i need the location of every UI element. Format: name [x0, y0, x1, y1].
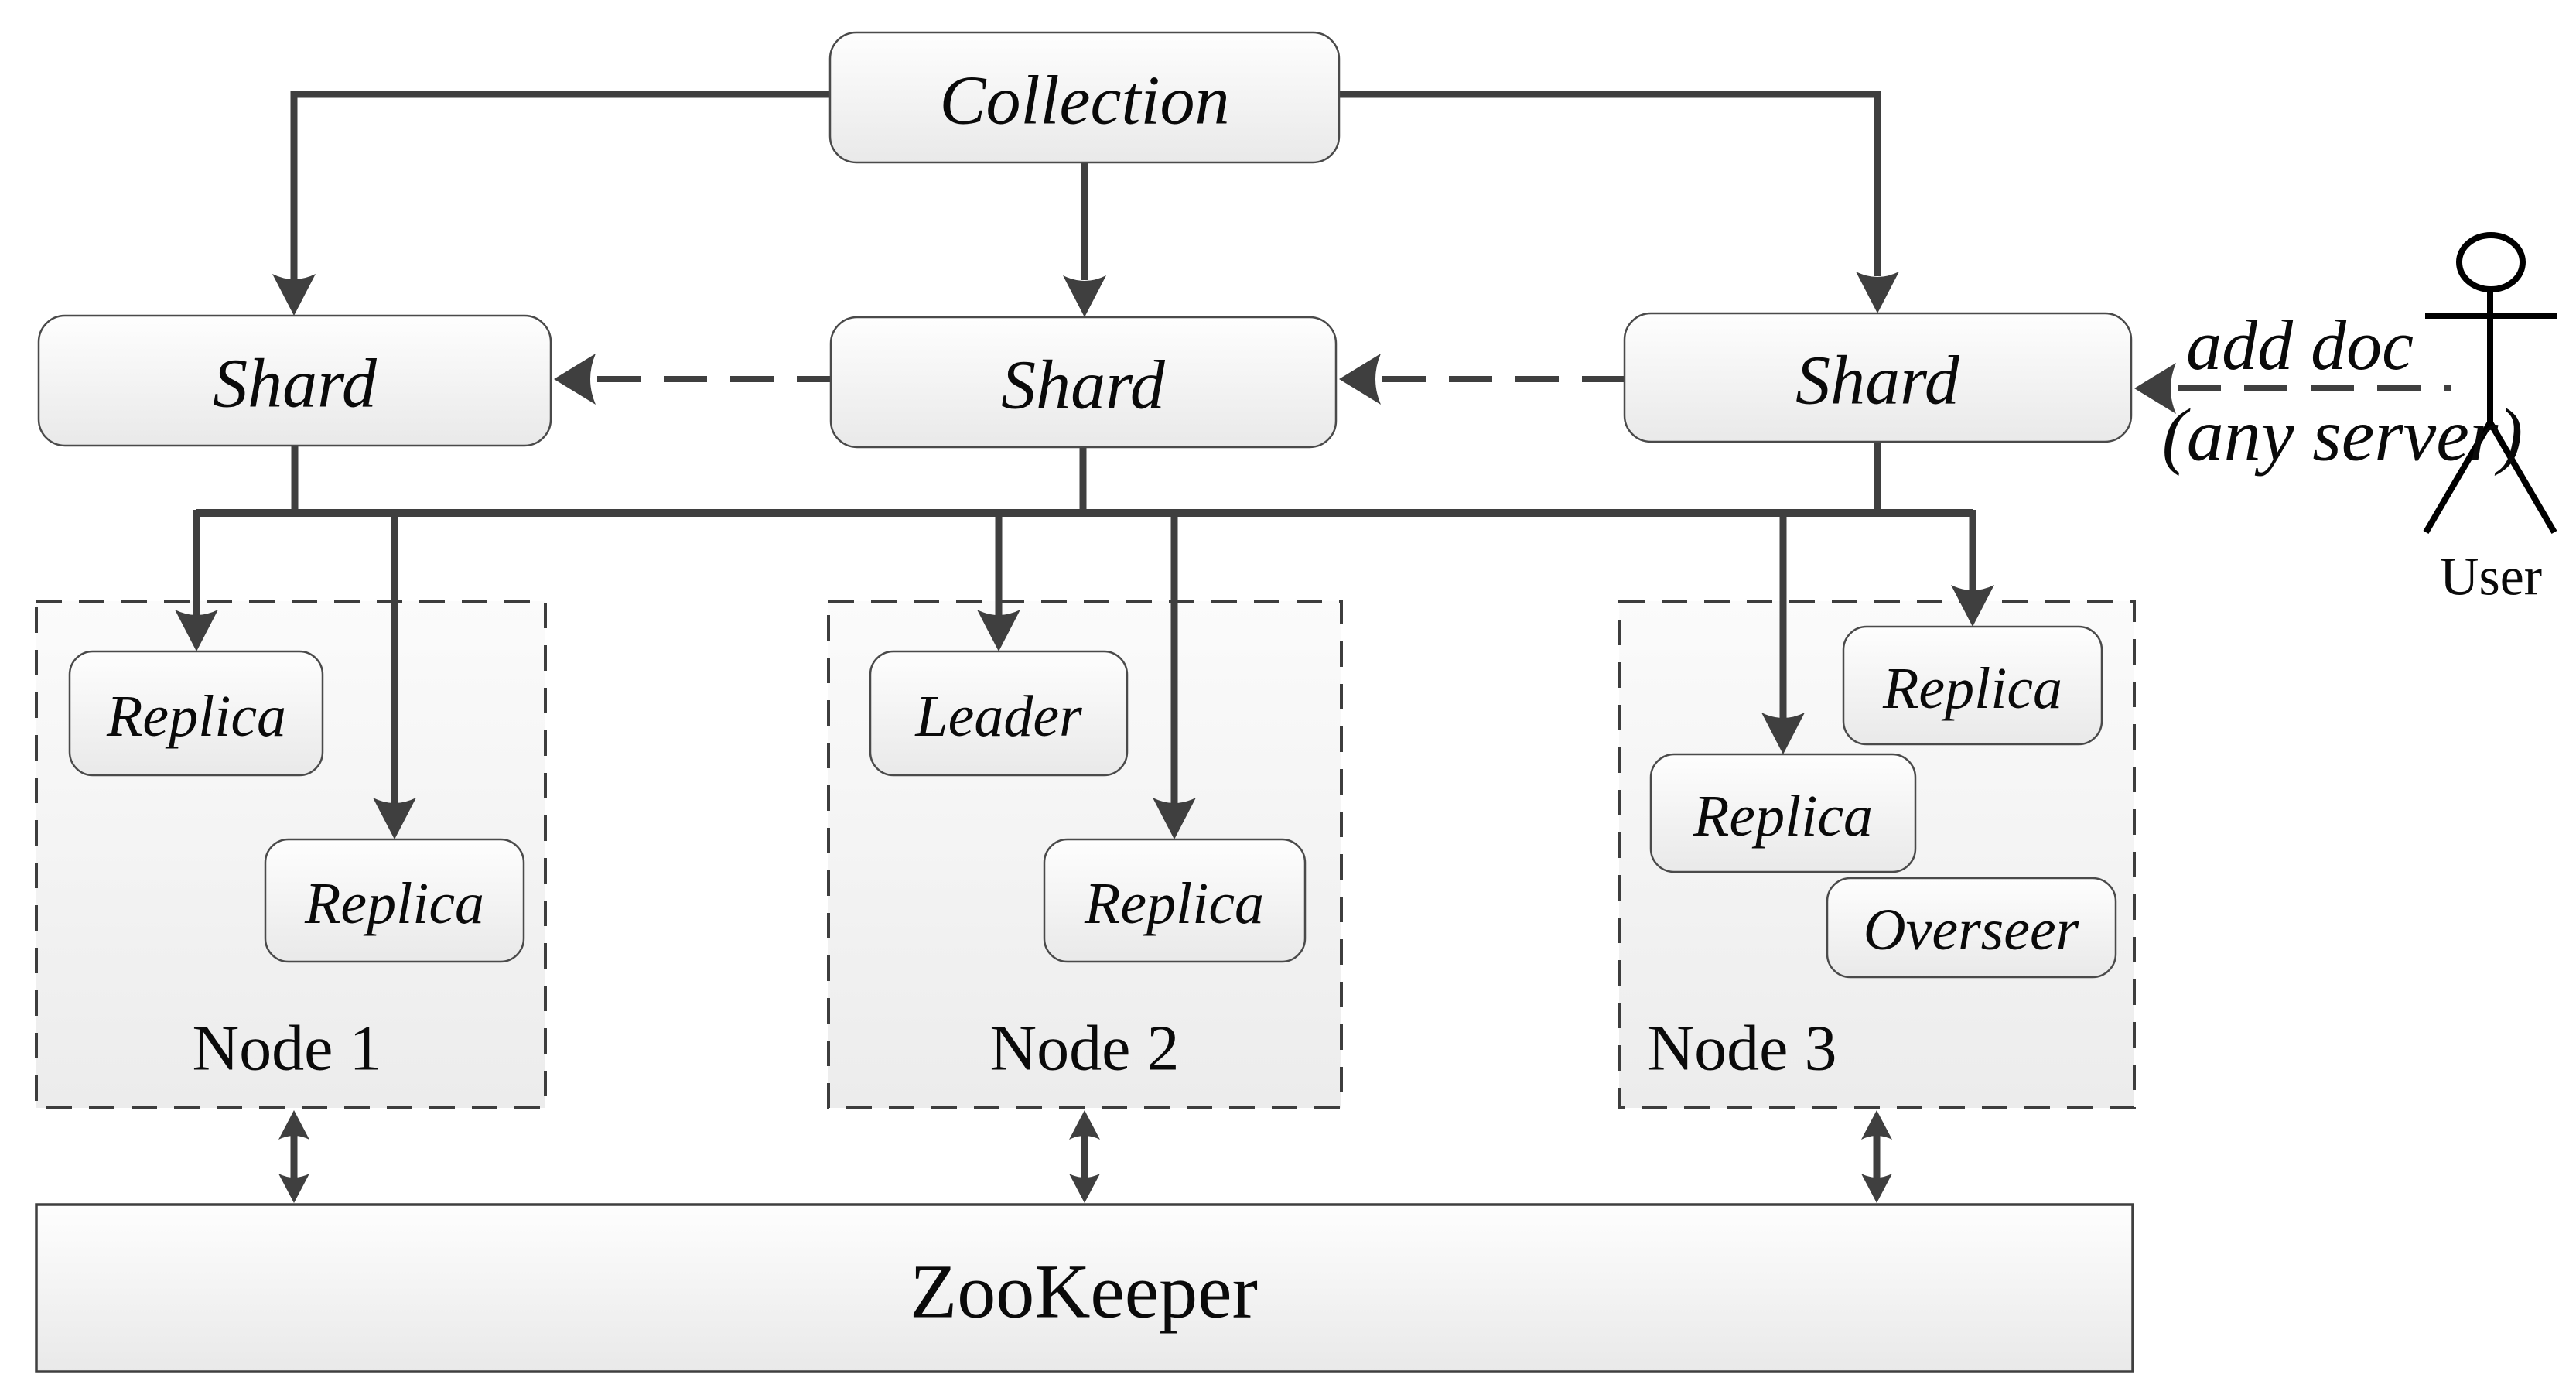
sync-arrow-node1-zookeeper — [278, 1110, 309, 1203]
collection-label: Collection — [940, 63, 1230, 139]
shard-2-label: Shard — [1001, 347, 1166, 424]
node2-leader-box — [869, 650, 1129, 777]
node-1-label: Node 1 — [193, 1013, 382, 1085]
node1-replica1-box — [68, 650, 324, 777]
shard-1-group: Shard — [37, 314, 552, 447]
shard-3-group: Shard — [1623, 312, 2133, 443]
any-server-annotation: (any server) — [2162, 394, 2523, 477]
node3-replica1-box — [1842, 625, 2103, 746]
shard-2-box — [829, 316, 1338, 449]
arrow-collection-to-shard3-head — [1856, 272, 1899, 313]
shard-1-label: Shard — [213, 346, 378, 422]
node2-replica-label: Replica — [1084, 871, 1264, 936]
node1-replica2-label: Replica — [304, 871, 484, 936]
user-head-icon — [2456, 232, 2526, 292]
node3-replica1-label: Replica — [1882, 656, 2062, 721]
node1-replica2-box — [264, 838, 525, 963]
node-1-group: Node 1 Replica Replica — [35, 600, 547, 1109]
sync-arrow-node2-zookeeper — [1069, 1110, 1100, 1203]
dashed-arrows — [554, 354, 2451, 414]
dashed-arrow-shard3-to-shard2-head — [1339, 354, 1381, 405]
add-doc-annotation: add doc — [2186, 306, 2414, 385]
node-3-label: Node 3 — [1648, 1013, 1837, 1085]
sync-arrow-node3-zookeeper — [1861, 1110, 1892, 1203]
sync-arrow-node2-up-head — [1069, 1110, 1100, 1140]
node-3-group: Node 3 Replica Replica Overseer — [1618, 600, 2136, 1109]
sync-arrow-node1-up-head — [278, 1110, 309, 1140]
shard-2-group: Shard — [829, 316, 1338, 449]
sync-arrow-node1-down-head — [278, 1174, 309, 1203]
collection-to-shard-arrows — [272, 91, 1899, 317]
node3-replica2-label: Replica — [1693, 784, 1873, 849]
shard-1-box — [37, 314, 552, 447]
shard-to-replica-arrows — [175, 442, 1994, 839]
arrow-collection-to-shard3-line — [1339, 91, 1881, 276]
zookeeper-group: ZooKeeper — [35, 1203, 2134, 1373]
arrow-collection-to-shard1-line — [290, 91, 830, 279]
node3-overseer-label: Overseer — [1864, 897, 2079, 962]
dashed-arrow-shard2-to-shard1-head — [554, 354, 596, 405]
collection-box — [828, 31, 1341, 164]
shard-3-box — [1623, 312, 2133, 443]
user-label: User — [2440, 548, 2542, 607]
user-left-leg-line — [2423, 420, 2493, 535]
node2-replica-box — [1043, 838, 1307, 963]
node-2-group: Node 2 Leader Replica — [827, 600, 1343, 1109]
sync-arrow-node2-down-head — [1069, 1174, 1100, 1203]
node1-replica1-label: Replica — [106, 684, 286, 749]
collection-group: Collection — [828, 31, 1341, 164]
node3-replica2-box — [1649, 753, 1917, 873]
node2-leader-label: Leader — [914, 684, 1082, 749]
shard-3-label: Shard — [1795, 343, 1960, 419]
node3-overseer-box — [1826, 877, 2117, 979]
zookeeper-box — [35, 1203, 2134, 1373]
zookeeper-label: ZooKeeper — [910, 1249, 1258, 1335]
arrow-collection-to-shard2-head — [1063, 275, 1106, 317]
sync-arrow-node3-up-head — [1861, 1110, 1892, 1140]
arrow-collection-to-shard1-head — [272, 274, 316, 316]
node-2-label: Node 2 — [990, 1013, 1180, 1085]
sync-arrow-node3-down-head — [1861, 1174, 1892, 1203]
user-stick-figure — [2423, 232, 2557, 535]
user-right-leg-line — [2487, 420, 2557, 535]
